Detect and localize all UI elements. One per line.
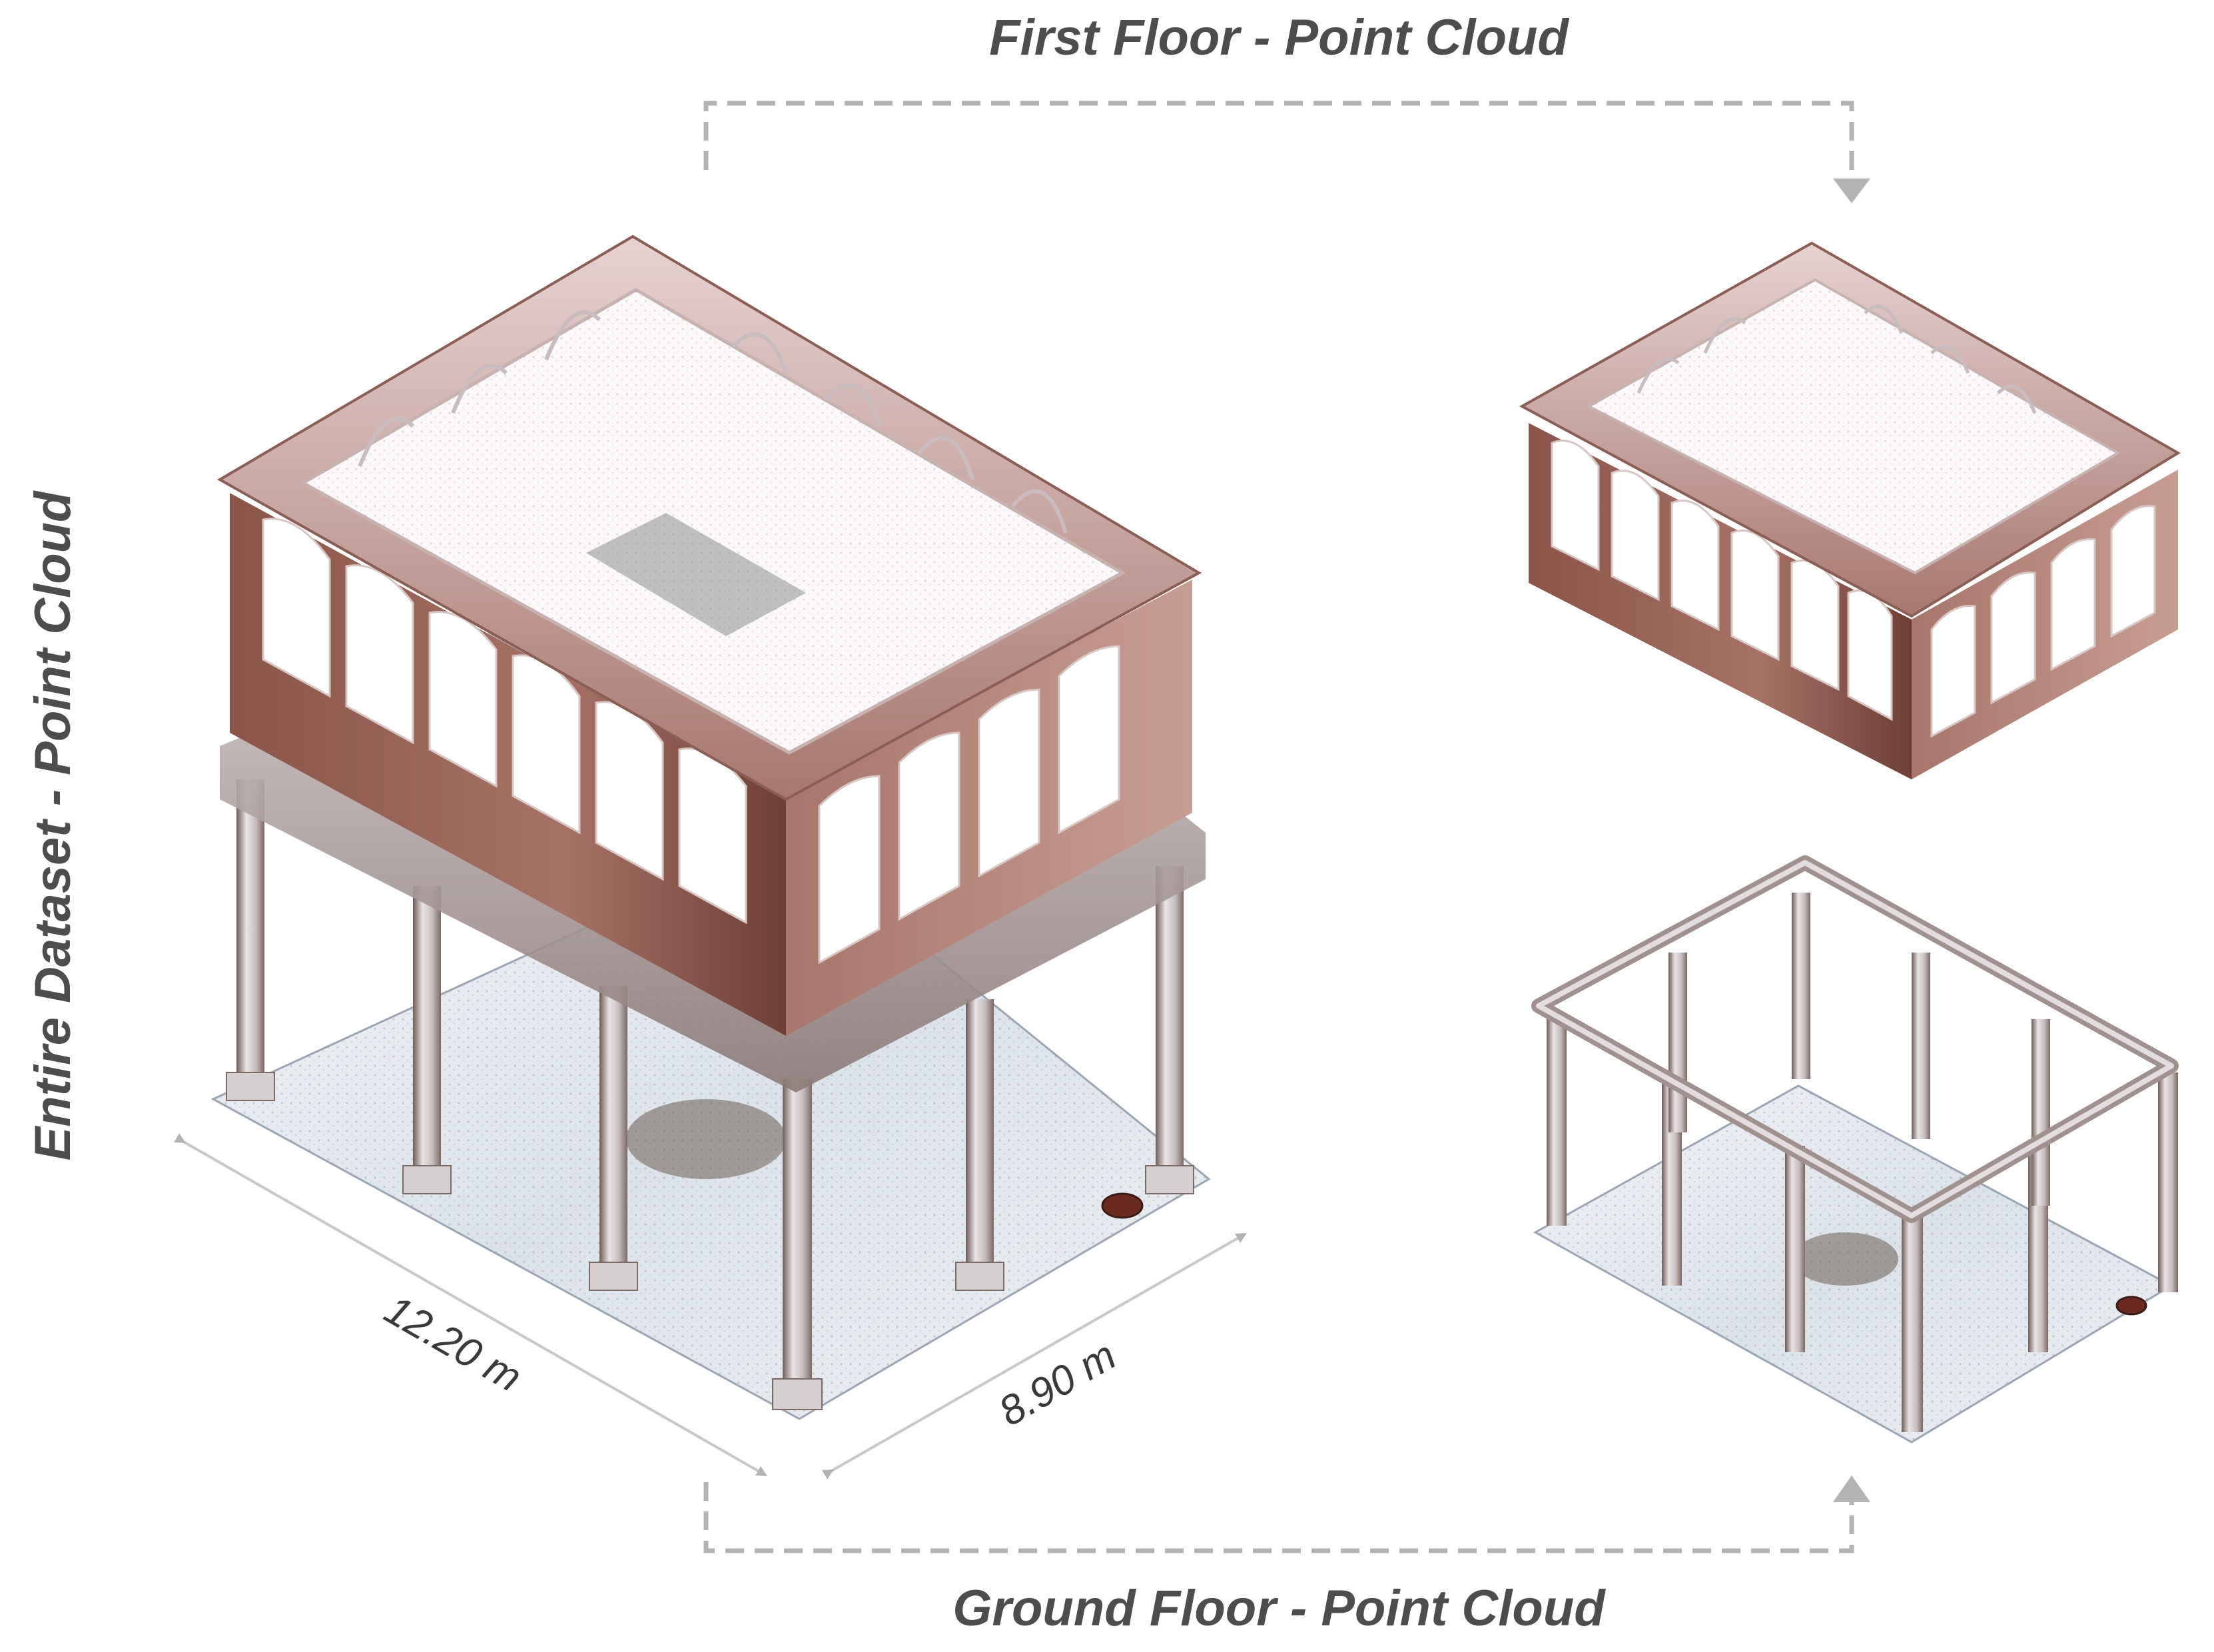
entire-dataset-label: Entire Dataset - Point Cloud — [25, 490, 81, 1161]
front-arcade-small — [1551, 440, 1893, 721]
ground-floor-label: Ground Floor - Point Cloud — [952, 1580, 1606, 1637]
right-arcade-small — [1930, 504, 2156, 738]
back-arcade-small — [1637, 304, 2037, 414]
back-arcade — [358, 310, 1068, 534]
floor-dark-patch-small — [1792, 1232, 1898, 1286]
front-arcade — [262, 518, 747, 925]
entire-dataset-model — [210, 234, 1211, 1420]
ground-floor-connector — [703, 1482, 1854, 1553]
drain-icon-small — [2115, 1296, 2147, 1316]
first-floor-arrow-icon — [1833, 179, 1870, 203]
first-floor-connector — [703, 101, 1854, 170]
drain-icon — [1101, 1192, 1144, 1219]
length-dimension-label: 12.20 m — [377, 1286, 530, 1401]
first-floor-label: First Floor - Point Cloud — [989, 9, 1569, 66]
ground-floor-model — [1531, 855, 2179, 1444]
central-opening — [586, 513, 806, 636]
floor-dark-patch — [626, 1099, 786, 1179]
ground-floor-columns-small — [1547, 893, 2178, 1432]
width-dimension-label: 8.90 m — [991, 1332, 1124, 1436]
first-floor-model — [1519, 241, 2181, 779]
ground-floor-arrow-icon — [1833, 1475, 1870, 1502]
right-arcade — [818, 645, 1120, 965]
